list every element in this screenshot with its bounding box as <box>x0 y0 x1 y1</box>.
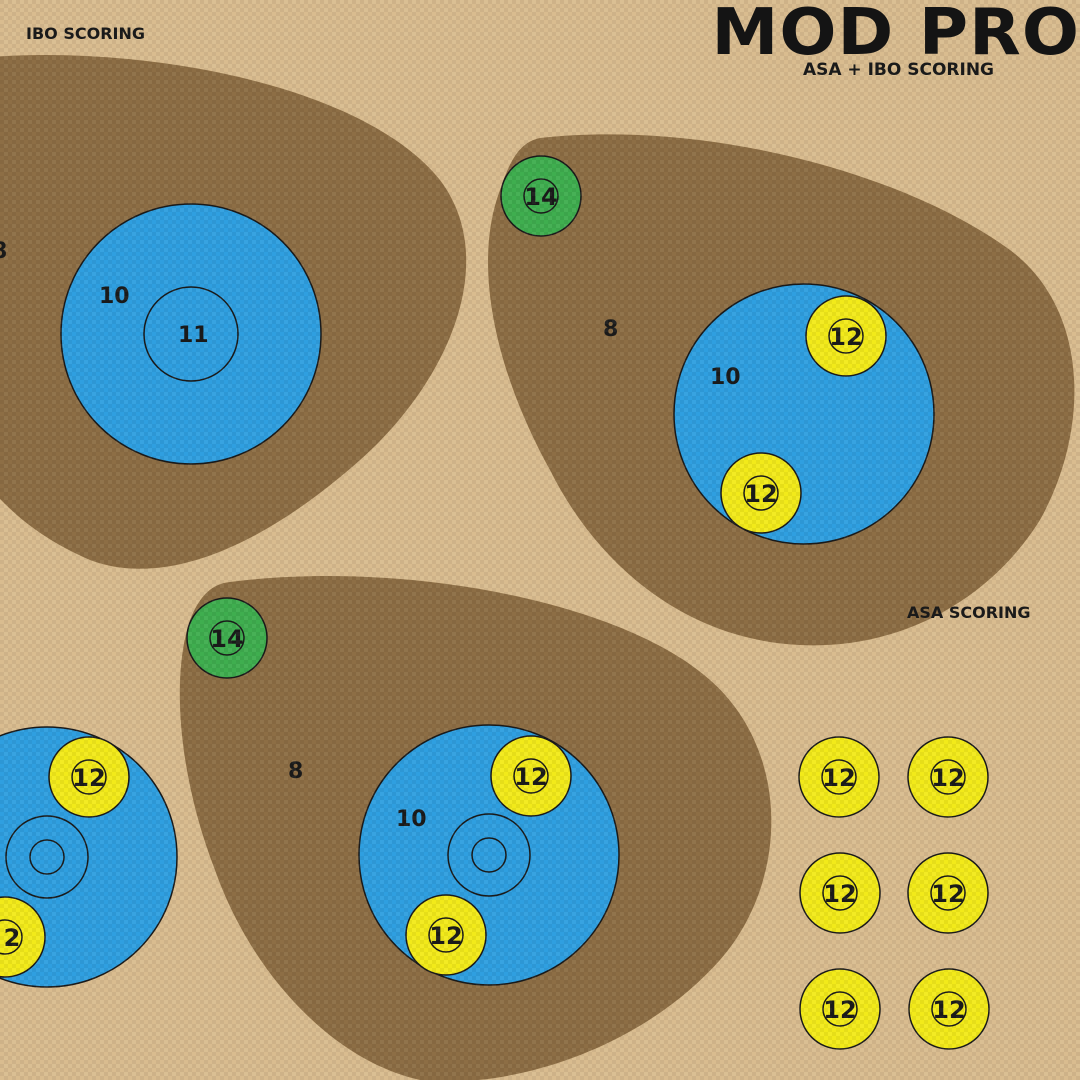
asa-scoring-label: ASA SCORING <box>907 603 1031 622</box>
brand-subtitle: ASA + IBO SCORING <box>802 60 994 80</box>
brand-title: MOD PRO <box>711 0 1080 70</box>
ibo-scoring-label: IBO SCORING <box>26 24 145 43</box>
